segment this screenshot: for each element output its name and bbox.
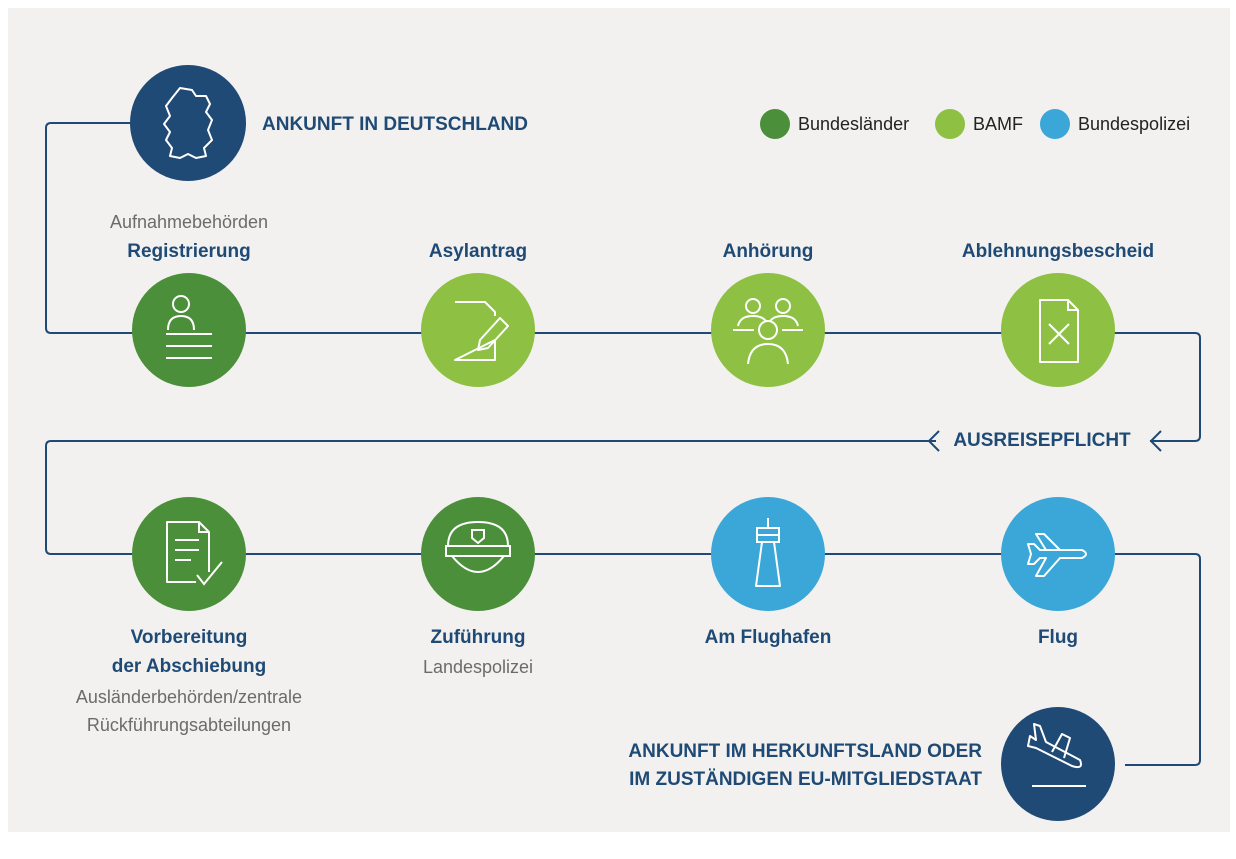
arrow-right-chevron — [1149, 430, 1162, 452]
airport-tower-icon — [711, 497, 825, 611]
connector-line-middle — [45, 440, 1201, 766]
arrow-left-chevron — [927, 430, 940, 452]
ausreisepflicht-label: AUSREISEPFLICHT — [953, 430, 1131, 451]
step-agency-label: Aufnahmebehörden — [109, 212, 269, 232]
document-check-icon — [132, 497, 246, 611]
police-cap-icon — [421, 497, 535, 611]
legend-dot-blue — [1040, 109, 1070, 139]
legend-item-bamf: BAMF — [935, 109, 1023, 139]
label-gap — [944, 430, 1140, 454]
step-agency-label: Landespolizei — [422, 657, 534, 677]
legend-label: Bundespolizei — [1078, 113, 1191, 134]
people-group-icon — [711, 273, 825, 387]
legend-label: Bundesländer — [798, 113, 910, 134]
end-title-line2: IM ZUSTÄNDIGEN EU-MITGLIEDSTAAT — [629, 769, 982, 790]
step-title: Vorbereitung — [130, 627, 248, 648]
plane-landing-icon — [1001, 707, 1115, 821]
end-title-line1: ANKUNFT IM HERKUNFTSLAND ODER — [628, 741, 982, 762]
legend-dot-green — [760, 109, 790, 139]
step-title: Am Flughafen — [704, 627, 832, 648]
germany-map-icon — [130, 65, 246, 181]
step-title: Registrierung — [127, 241, 251, 262]
connector-line-top — [45, 122, 1201, 442]
step-title: Zuführung — [430, 627, 526, 648]
legend-item-bundespolizei: Bundespolizei — [1040, 109, 1190, 139]
step-title: Asylantrag — [428, 241, 528, 262]
legend-item-bundeslaender: Bundesländer — [760, 109, 909, 139]
document-edit-icon — [421, 273, 535, 387]
legend-dot-lightgreen — [935, 109, 965, 139]
registration-icon — [132, 273, 246, 387]
step-title: der Abschiebung — [111, 656, 267, 677]
legend-label: BAMF — [973, 113, 1024, 134]
airplane-icon — [1001, 497, 1115, 611]
step-agency-label: Ausländerbehörden/zentrale — [75, 687, 303, 707]
start-title: ANKUNFT IN DEUTSCHLAND — [262, 114, 528, 135]
step-title: Ablehnungsbescheid — [961, 241, 1155, 262]
step-agency-label: Rückführungsabteilungen — [86, 715, 292, 735]
step-title: Flug — [1037, 627, 1079, 648]
document-reject-icon — [1001, 273, 1115, 387]
step-title: Anhörung — [722, 241, 814, 262]
